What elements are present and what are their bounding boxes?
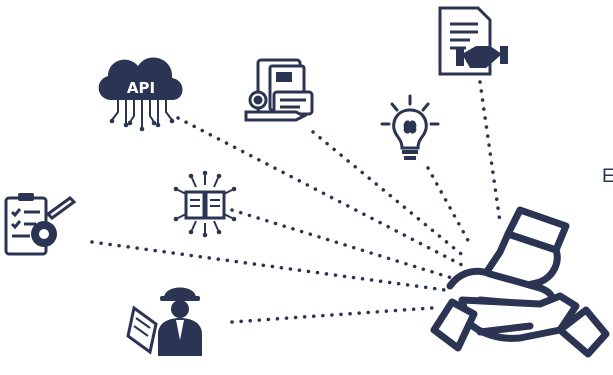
- cropped-edge-text: E: [602, 166, 613, 187]
- checklist-gear-icon: [4, 193, 77, 256]
- engineer-blueprint-icon: [126, 287, 202, 356]
- connector-lines: [90, 80, 502, 324]
- book-circuit-icon: [173, 170, 237, 238]
- connector-engineer: [230, 306, 434, 324]
- contract-handshake-icon: [438, 6, 508, 76]
- connector-lightbulb: [426, 166, 472, 246]
- lightbulb-brain-icon: [380, 94, 440, 160]
- connector-api: [176, 116, 464, 267]
- api-label: API: [127, 79, 155, 97]
- connector-checklist: [90, 240, 447, 292]
- joined-hands-icon: [430, 206, 610, 358]
- connector-book: [230, 208, 454, 280]
- api-cloud-icon: API: [98, 57, 183, 132]
- documents-gear-icon: [244, 58, 314, 122]
- connector-contract: [478, 80, 502, 224]
- connector-documents: [311, 130, 468, 260]
